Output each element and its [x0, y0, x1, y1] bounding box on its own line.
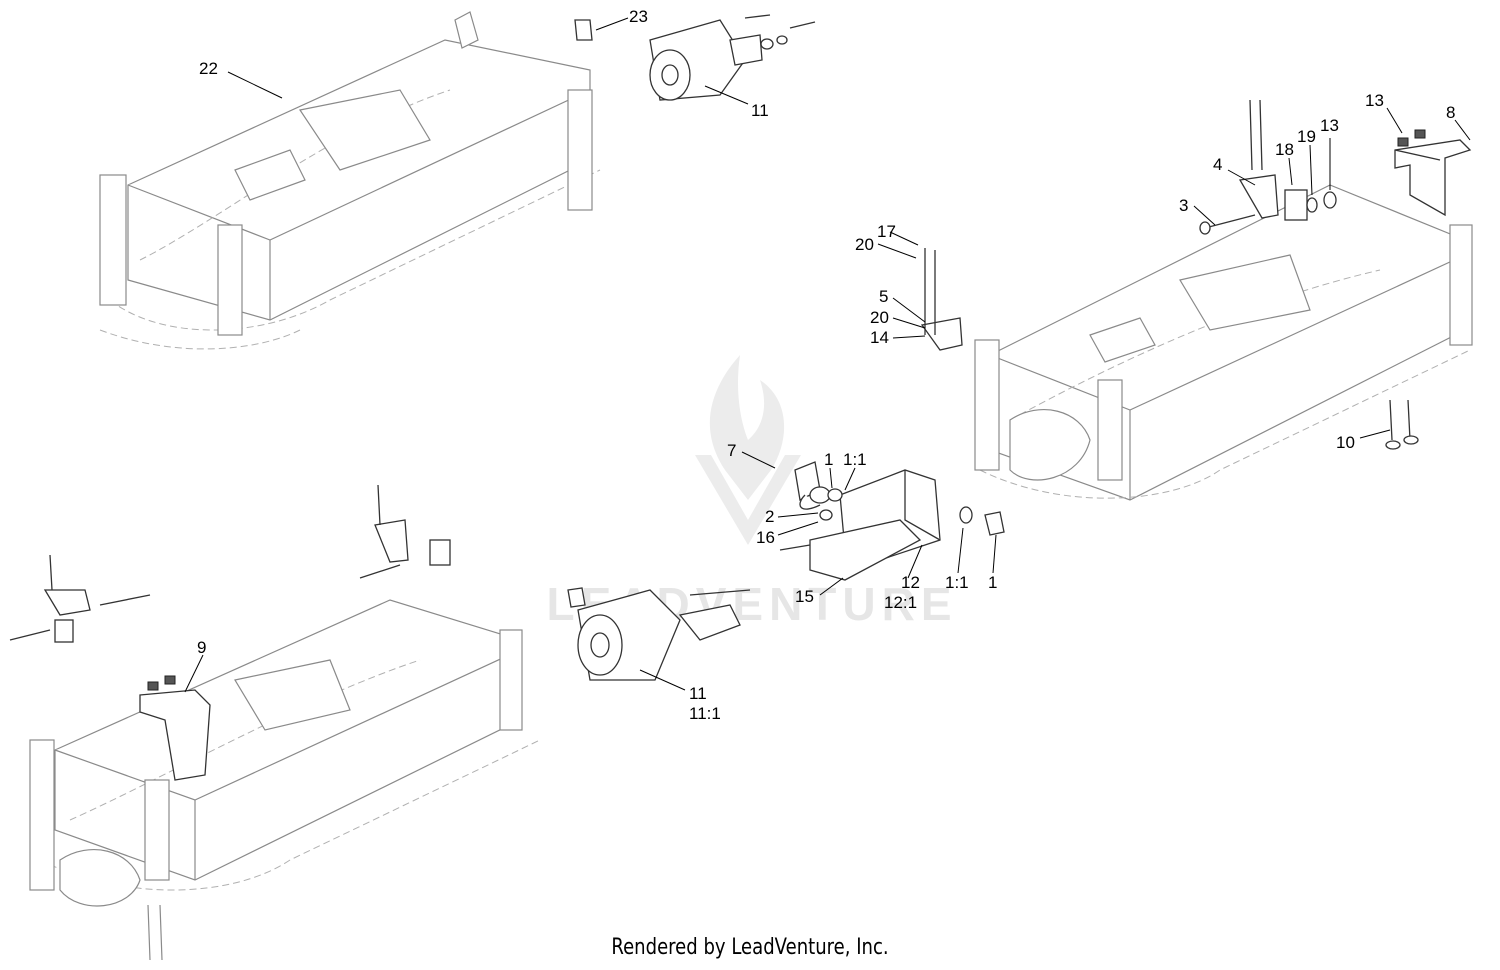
- deck-assembly-top-left: [99, 11, 601, 350]
- callout-11-bottom: 11: [689, 684, 707, 703]
- callout-11-1: 11:1: [689, 704, 721, 723]
- callout-1-top: 1: [824, 450, 833, 469]
- callout-10: 10: [1336, 433, 1355, 452]
- bolts-10: [1385, 399, 1419, 450]
- bracket-8: [1394, 129, 1472, 217]
- callout-4: 4: [1213, 155, 1222, 174]
- callout-23: 23: [629, 7, 648, 26]
- callout-2: 2: [765, 507, 774, 526]
- bracket-9: [139, 675, 211, 781]
- deck-assembly-right: [974, 184, 1473, 501]
- callout-20-top: 20: [855, 235, 874, 254]
- callout-17: 17: [877, 222, 896, 241]
- callout-18: 18: [1275, 140, 1294, 159]
- callout-12: 12: [901, 573, 920, 592]
- callout-8: 8: [1446, 103, 1455, 122]
- callout-11-top: 11: [751, 101, 769, 120]
- pump-bottom: [567, 587, 751, 681]
- small-brackets: [9, 99, 1337, 643]
- callout-12-1: 12:1: [884, 593, 917, 612]
- footer-credit: Rendered by LeadVenture, Inc.: [611, 935, 889, 960]
- callout-1-1-top: 1:1: [843, 450, 867, 469]
- callout-14: 14: [870, 328, 889, 347]
- callout-1-1-bottom: 1:1: [945, 573, 969, 592]
- watermark-v-icon: [695, 455, 801, 545]
- callout-1-bottom: 1: [988, 573, 997, 592]
- leader-lines: [184, 17, 1471, 693]
- callout-labels: 22 23 11 13 8 18 19 13 4 3 17 20 5 20 14…: [197, 7, 1455, 723]
- callout-22: 22: [199, 59, 218, 78]
- callout-13-left: 13: [1365, 91, 1384, 110]
- callout-7: 7: [727, 441, 736, 460]
- callout-13-right: 13: [1320, 116, 1339, 135]
- center-pump-assembly: [779, 461, 1005, 581]
- callout-15: 15: [795, 587, 814, 606]
- pump-top: [574, 14, 816, 101]
- callout-5: 5: [879, 287, 888, 306]
- deck-assembly-bottom-left: [29, 599, 541, 961]
- callout-3: 3: [1179, 196, 1188, 215]
- callout-20-mid: 20: [870, 308, 889, 327]
- callout-16: 16: [756, 528, 775, 547]
- callout-9: 9: [197, 638, 206, 657]
- callout-19: 19: [1297, 127, 1316, 146]
